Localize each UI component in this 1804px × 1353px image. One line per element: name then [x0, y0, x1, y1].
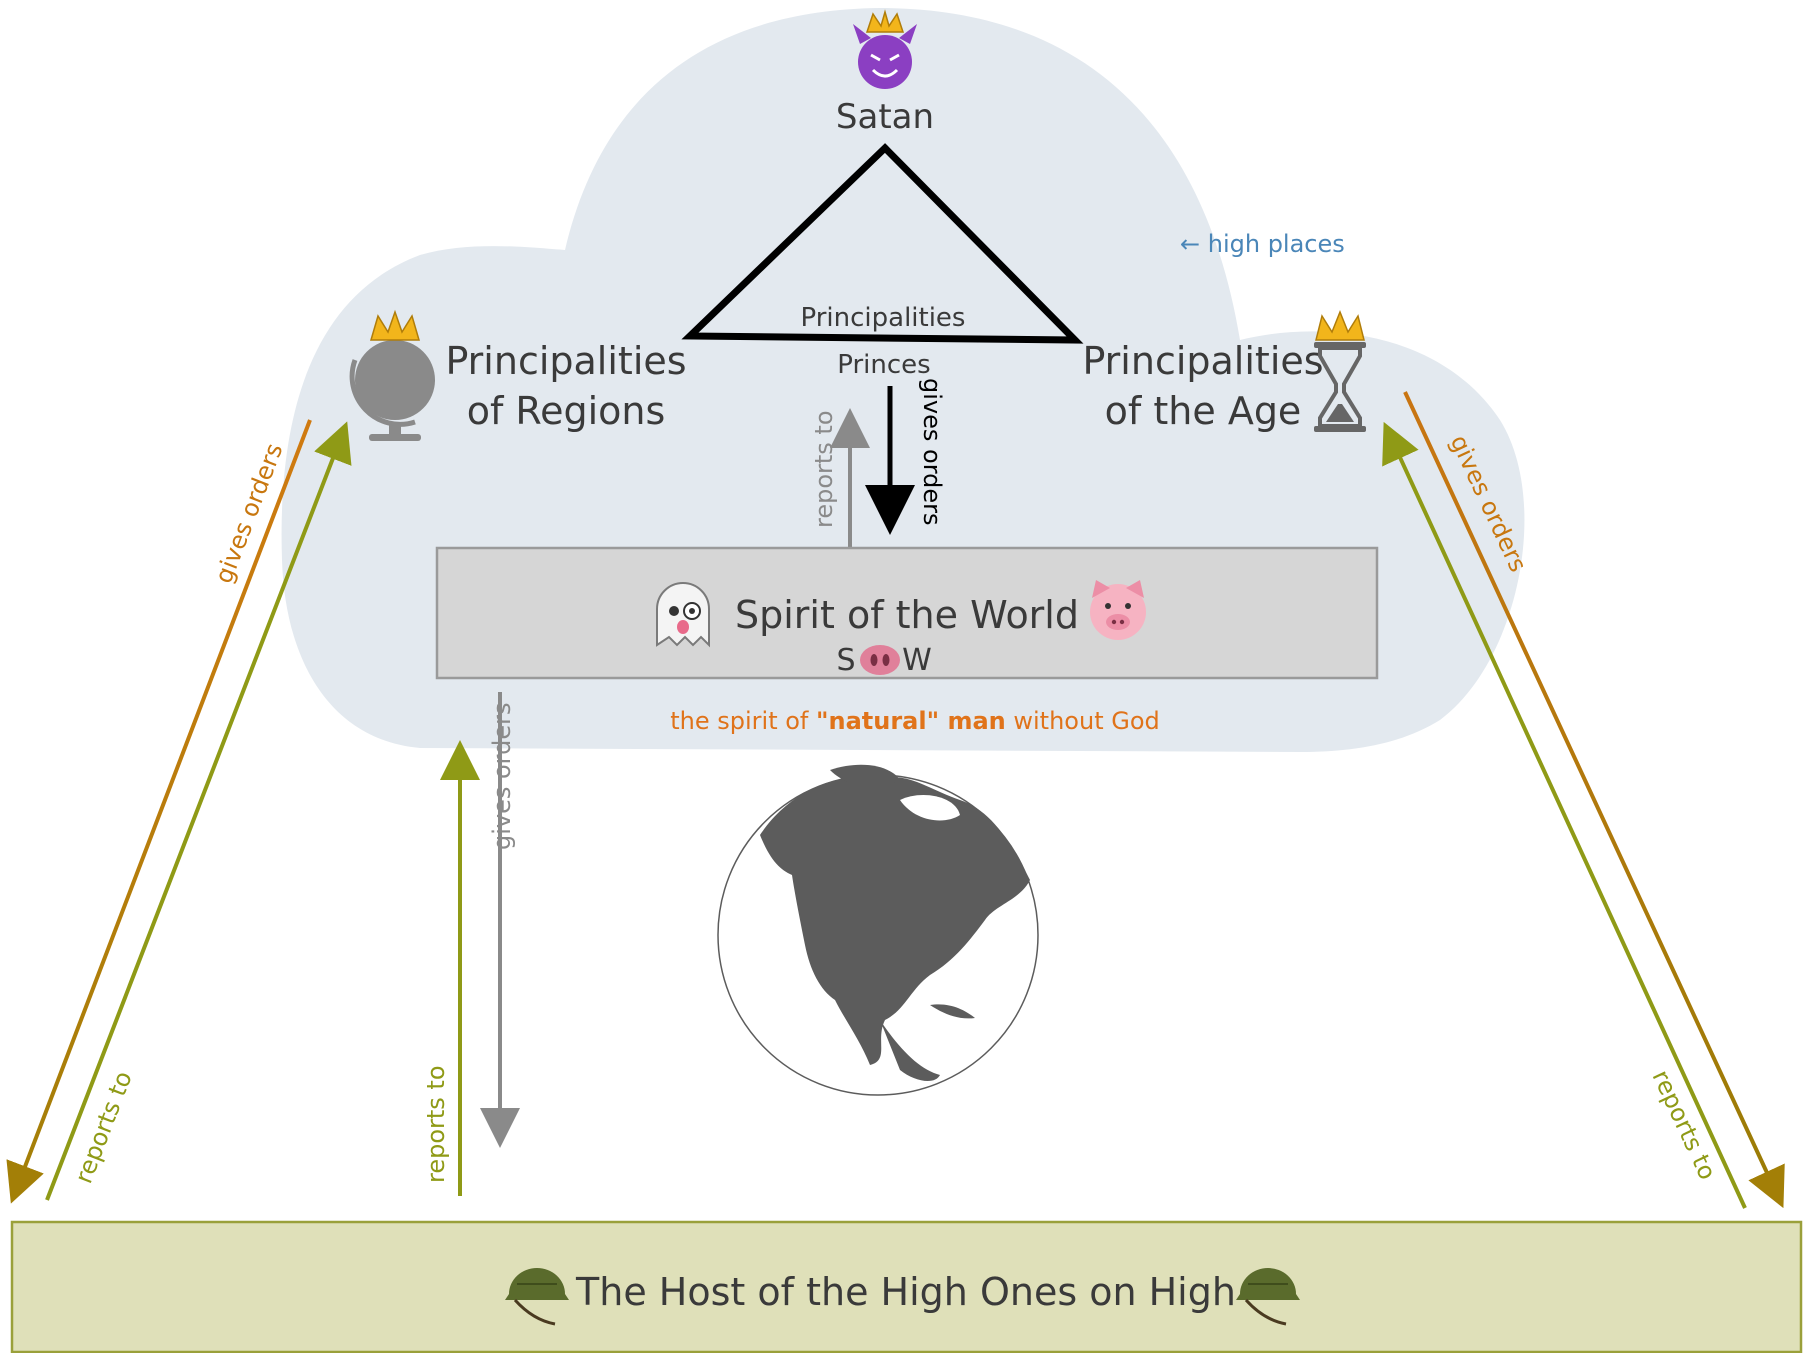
ghost-icon: [656, 582, 710, 648]
gives-orders-label-left: gives orders: [209, 439, 288, 587]
reports-to-arrow-left: [45, 421, 352, 1201]
globe-crown-icon: [349, 309, 435, 441]
principalities-regions-line1: Principalities: [445, 339, 686, 383]
principalities-age-line1: Principalities: [1082, 339, 1323, 383]
spirit-of-the-world-title: Spirit of the World: [735, 593, 1079, 637]
reports-to-label-center: reports to: [810, 410, 838, 528]
gives-orders-label-sow: gives orders: [488, 702, 516, 850]
triangle-principalities-label: Principalities: [801, 303, 966, 333]
earth-globe-icon: [717, 764, 1039, 1096]
host-of-high-ones-title: The Host of the High Ones on High: [575, 1270, 1236, 1314]
hourglass-crown-icon: [1314, 309, 1366, 432]
gives-orders-arrow-left: [6, 419, 312, 1204]
gives-orders-arrow-right: [1403, 391, 1785, 1209]
pig-nose-icon: [860, 645, 900, 675]
princes-label: Princes: [837, 350, 930, 380]
sow-letter-s: S: [836, 643, 855, 678]
reports-to-arrow-right: [1382, 421, 1747, 1209]
sow-letter-w: W: [902, 643, 932, 678]
military-helmet-icon: [1236, 1268, 1300, 1326]
natural-man-caption: the spirit of "natural" man without God: [670, 707, 1160, 735]
host-of-high-ones-box: [10, 1220, 1803, 1353]
reports-to-label-left: reports to: [69, 1067, 137, 1187]
satan-label: Satan: [836, 97, 934, 137]
reports-to-label-sow: reports to: [422, 1065, 450, 1183]
smiling-devil-crown-icon: [853, 9, 917, 89]
principalities-age-line2: of the Age: [1105, 389, 1302, 433]
high-places-note: ← high places: [1180, 230, 1345, 258]
gives-orders-label-center: gives orders: [918, 378, 946, 526]
reports-to-label-right: reports to: [1647, 1066, 1722, 1184]
military-helmet-icon: [505, 1268, 569, 1326]
pig-face-icon: [1090, 580, 1146, 640]
principalities-triangle: [681, 143, 1084, 344]
principalities-regions-line2: of Regions: [467, 389, 666, 433]
spirit-of-the-world-box: [435, 546, 1379, 680]
